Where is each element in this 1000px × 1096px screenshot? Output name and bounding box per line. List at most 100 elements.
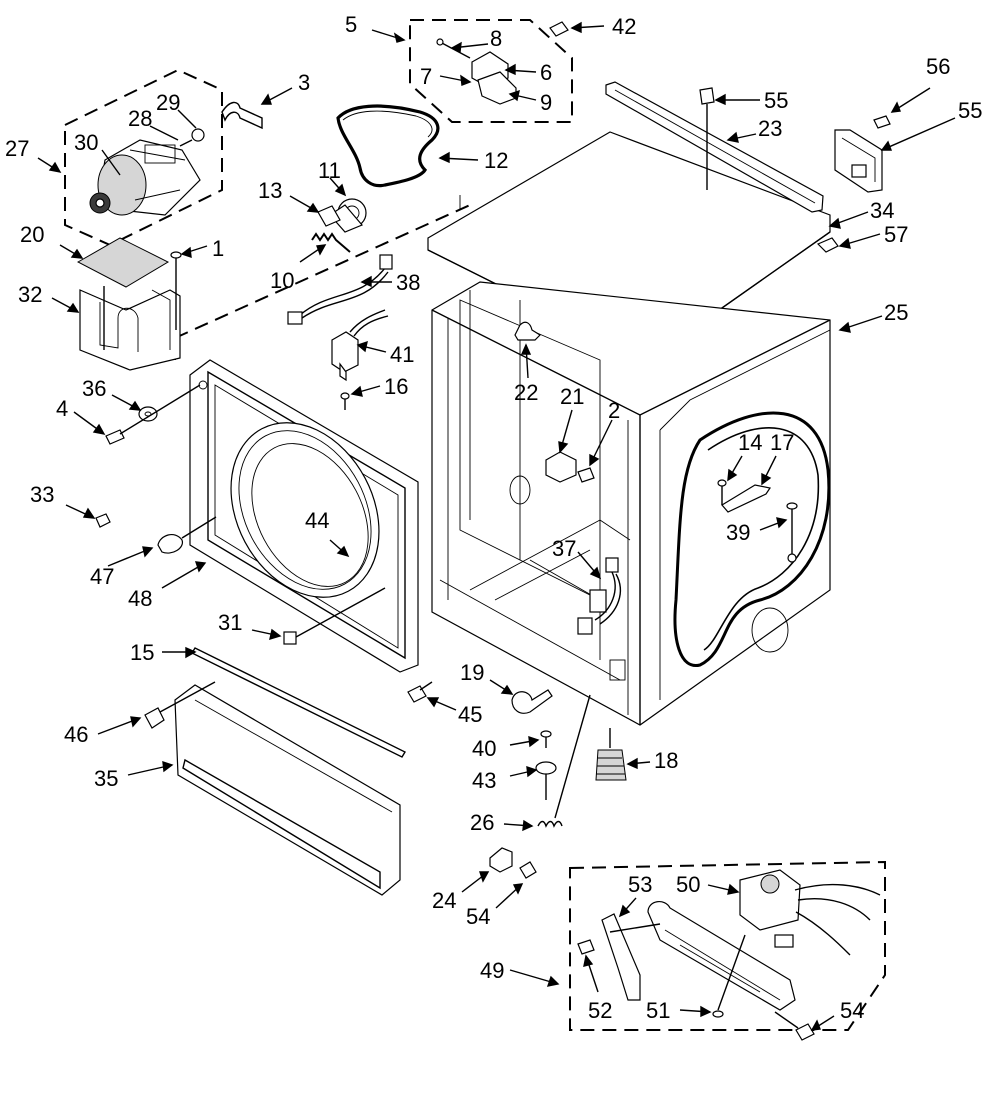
callout-39: 39 (726, 520, 750, 545)
screw-55a-part (699, 87, 715, 190)
callout-18: 18 (654, 748, 678, 773)
screw-51-part (712, 934, 746, 1018)
callout-40: 40 (472, 736, 496, 761)
callout-28: 28 (128, 106, 152, 131)
toe-panel-part (174, 684, 401, 896)
harness-37-part (577, 557, 621, 635)
callout-2: 2 (608, 398, 620, 423)
callout-36: 36 (82, 376, 106, 401)
callout-41: 41 (390, 342, 414, 367)
callout-42: 42 (612, 14, 636, 39)
callout-34: 34 (870, 198, 894, 223)
idler-pulley-part (329, 198, 367, 233)
callout-16: 16 (384, 374, 408, 399)
callout-54a: 54 (466, 904, 490, 929)
control-board-part (834, 129, 883, 193)
callout-15: 15 (130, 640, 154, 665)
callout-45: 45 (458, 702, 482, 727)
clip-19-part (511, 689, 553, 714)
screw-40-part (540, 730, 552, 748)
clip-17-part (721, 484, 771, 513)
callout-49: 49 (480, 958, 504, 983)
callout-35: 35 (94, 766, 118, 791)
bumper-36-part (138, 406, 158, 422)
screw-52-part (577, 939, 595, 955)
callout-3: 3 (298, 70, 310, 95)
wire-harness-part (673, 411, 831, 667)
spring-link (554, 694, 591, 819)
callout-11: 11 (318, 158, 341, 183)
callout-54b: 54 (840, 998, 864, 1023)
drive-belt-part (336, 104, 440, 188)
callout-13: 13 (258, 178, 282, 203)
gas-valve-assembly-part (739, 869, 881, 956)
callout-10: 10 (270, 268, 294, 293)
drive-belt-inner (342, 110, 433, 138)
callout-arrows (37, 21, 956, 1031)
callout-44: 44 (305, 508, 329, 533)
callout-57: 57 (884, 222, 908, 247)
leveling-leg-18-part (595, 728, 627, 781)
callout-5: 5 (345, 12, 357, 37)
door-switch-part (331, 309, 389, 382)
screw-54b-part (795, 1023, 815, 1041)
group-box-5 (409, 19, 573, 123)
callout-53: 53 (628, 872, 652, 897)
screw-46-link (159, 681, 216, 713)
callout-22: 22 (514, 380, 538, 405)
callout-37: 37 (552, 536, 576, 561)
screw-42-part (549, 21, 569, 37)
callout-55a: 55 (764, 88, 788, 113)
screw-39-part (786, 502, 798, 563)
drive-motor-part (89, 139, 201, 216)
wire-harness-inner (703, 427, 820, 651)
motor-strap-part (221, 101, 263, 130)
callout-6: 6 (540, 60, 552, 85)
clip-57-part (816, 237, 839, 253)
spring-26-part (537, 820, 563, 828)
screw-2-part (577, 467, 595, 483)
screw-4-link (119, 384, 201, 435)
callout-38: 38 (396, 270, 420, 295)
callout-50: 50 (676, 872, 700, 897)
callout-20: 20 (20, 222, 44, 247)
door-catch-47-part (157, 533, 184, 554)
screw-54b-link (774, 1011, 799, 1029)
callout-25: 25 (884, 300, 908, 325)
screw-16-part (340, 392, 350, 410)
burner-tube-part (647, 901, 796, 1011)
callout-23: 23 (758, 116, 782, 141)
callout-27: 27 (5, 136, 29, 161)
motor-mount-part (79, 286, 181, 371)
callout-47: 47 (90, 564, 114, 589)
screw-56-part (873, 115, 891, 129)
group-box-27 (64, 68, 223, 247)
callout-9: 9 (540, 90, 552, 115)
callout-21: 21 (560, 384, 584, 409)
callout-8: 8 (490, 26, 502, 51)
motor-clip-part (179, 128, 205, 147)
callout-12: 12 (484, 148, 508, 173)
group-box-49 (569, 860, 886, 1031)
plug-33-part (95, 513, 111, 528)
clip-24-part (489, 847, 513, 873)
top-bracket-part (605, 81, 824, 213)
thermostat-group-5-part (436, 38, 517, 105)
callout-29: 29 (156, 90, 180, 115)
clip-31-part (283, 631, 297, 645)
callout-7: 7 (420, 64, 432, 89)
callout-43: 43 (472, 768, 496, 793)
bumper-36-hole (144, 411, 152, 417)
idler-bracket-part (317, 205, 341, 227)
callout-26: 26 (470, 810, 494, 835)
callout-17: 17 (770, 430, 794, 455)
screw-1-part (170, 251, 182, 330)
callout-labels: 5 8 42 7 6 9 3 27 28 29 30 11 12 13 10 2… (5, 12, 982, 1023)
screw-54a-part (519, 861, 537, 879)
callout-33: 33 (30, 482, 54, 507)
callout-30: 30 (74, 130, 98, 155)
grommet-43-part (535, 761, 557, 775)
screw-46-part (144, 707, 165, 729)
callout-32: 32 (18, 282, 42, 307)
